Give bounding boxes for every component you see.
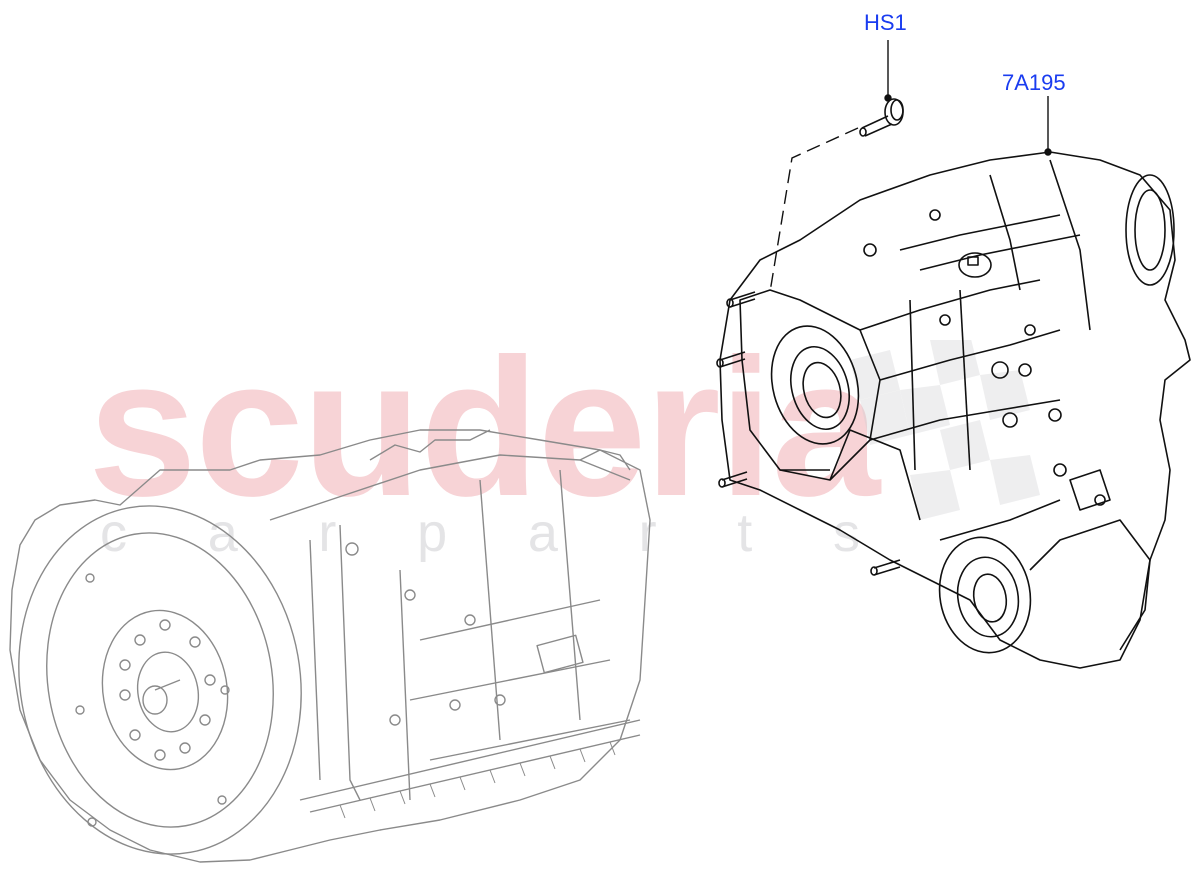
watermark-letter: p: [417, 503, 448, 563]
watermark-letter: r: [638, 503, 657, 563]
bolt-hs1-drawing: [859, 98, 904, 137]
callout-hs1[interactable]: HS1: [864, 10, 907, 35]
watermark-letter: c: [100, 503, 127, 563]
callout-7a195[interactable]: 7A195: [1002, 70, 1066, 95]
watermark-letter: r: [318, 503, 337, 563]
watermark-letter: a: [207, 503, 238, 563]
watermark-scuderia: scuderia: [88, 318, 880, 537]
watermark-letter: t: [737, 503, 753, 563]
watermark-carparts: c a r p a r t s: [100, 502, 860, 564]
watermark-letter: a: [527, 503, 558, 563]
